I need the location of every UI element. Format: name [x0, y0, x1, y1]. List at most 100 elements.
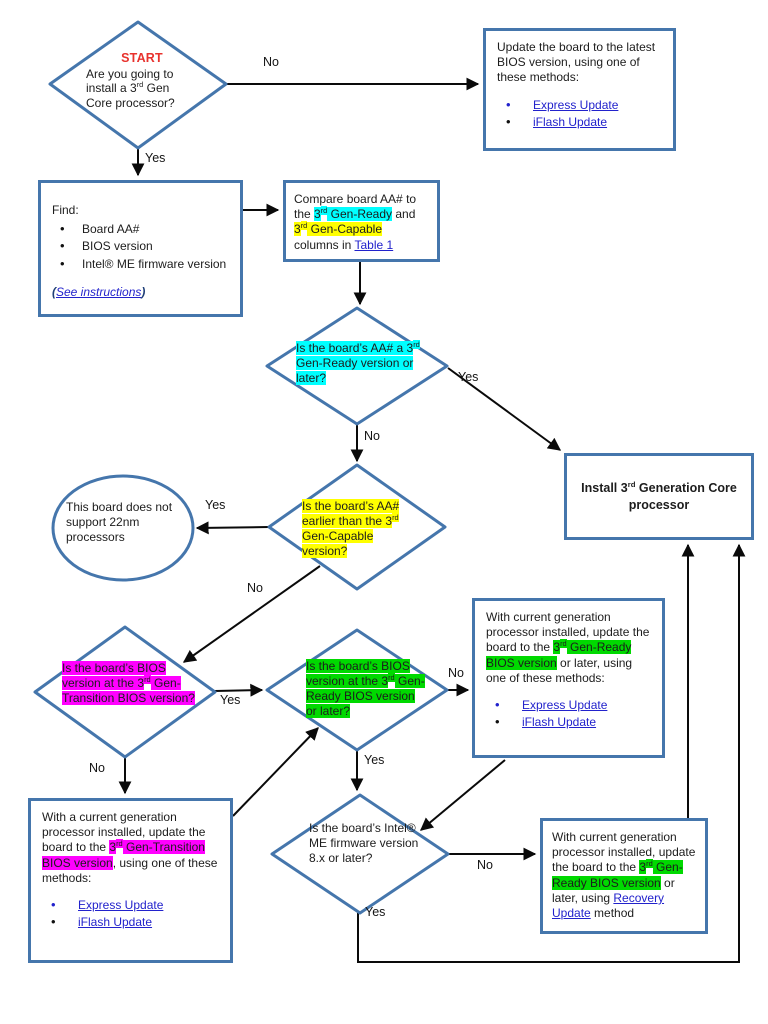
- bullet-icon: •: [60, 255, 65, 271]
- me-firmware-text: Is the board’s Intel® ME firmware versio…: [309, 821, 419, 866]
- find-list: • Board AA# • BIOS version • Intel® ME f…: [52, 221, 229, 272]
- text-segment: With current generation processor instal…: [552, 830, 696, 875]
- text-segment: columns in: [294, 237, 355, 252]
- bullet-icon: •: [495, 714, 500, 730]
- update-recovery-box: With current generation processor instal…: [540, 818, 708, 934]
- text-segment: With current generation processor instal…: [486, 610, 650, 655]
- text-segment: Install 3: [581, 480, 628, 495]
- text-segment: rd: [627, 479, 636, 489]
- aa-genready-text: Is the board’s AA# a 3rd Gen-Ready versi…: [296, 340, 422, 386]
- unsupported-text: This board does not support 22nm process…: [66, 500, 184, 545]
- text-segment: or later, using one of these methods:: [486, 655, 633, 685]
- update-transition-text: With a current generation processor inst…: [42, 810, 219, 886]
- text-segment: Update the board to the latest BIOS vers…: [497, 40, 656, 85]
- find-heading: Find:: [52, 203, 79, 217]
- list-item: • iFlash Update: [42, 914, 219, 930]
- text-segment: Gen-Ready version or later?: [296, 355, 414, 385]
- text-segment: 3: [109, 840, 117, 855]
- text-segment: 3: [314, 207, 321, 222]
- aa-gencapable-text: Is the board’s AA# earlier than the 3rd …: [302, 499, 422, 559]
- label-me-no: No: [477, 858, 493, 872]
- see-instructions-link[interactable]: See instructions: [56, 284, 142, 299]
- text-segment: , using one of these methods:: [42, 855, 218, 885]
- text-segment: and: [392, 207, 416, 222]
- install-box: Install 3rd Generation Core processor: [564, 453, 754, 540]
- find-item: Board AA#: [82, 222, 140, 237]
- edge-aacapable-no: [182, 565, 321, 663]
- text-segment: rd: [300, 221, 308, 231]
- update-latest-box: Update the board to the latest BIOS vers…: [483, 28, 676, 151]
- text-segment: This board does not support 22nm process…: [66, 500, 173, 544]
- label-aacapable-yes: Yes: [205, 498, 226, 512]
- iflash-update-link[interactable]: iFlash Update: [533, 114, 608, 129]
- text-segment: rd: [320, 206, 328, 216]
- text-segment: Gen Core processor?: [86, 81, 175, 111]
- text-segment: Is the board’s Intel® ME firmware versio…: [309, 821, 419, 865]
- paren-close: ): [141, 284, 146, 299]
- text-segment: or later, using: [552, 875, 675, 905]
- start-question: Are you going to install a 3rd Gen Core …: [86, 67, 198, 112]
- recovery-update-link[interactable]: Recovery Update: [552, 890, 665, 921]
- install-text: Install 3rd Generation Core processor: [577, 480, 741, 514]
- bios-transition-text: Is the board’s BIOS version at the 3rd G…: [62, 661, 200, 706]
- label-me-yes: Yes: [365, 905, 386, 919]
- express-update-link[interactable]: Express Update: [78, 898, 164, 913]
- text-segment: rd: [116, 839, 123, 849]
- update-methods-list: • Express Update • iFlash Update: [42, 897, 219, 930]
- update-latest-text: Update the board to the latest BIOS vers…: [497, 40, 662, 86]
- list-item: • iFlash Update: [486, 714, 651, 730]
- bullet-icon: •: [51, 897, 56, 913]
- text-segment: rd: [413, 340, 420, 349]
- find-item: Intel® ME firmware version: [82, 256, 227, 271]
- start-diamond: [48, 20, 228, 150]
- label-genready-no: No: [448, 666, 464, 680]
- bullet-icon: •: [51, 914, 56, 930]
- express-update-link[interactable]: Express Update: [533, 97, 619, 112]
- label-start-no: No: [263, 55, 279, 69]
- label-transition-no: No: [89, 761, 105, 775]
- update-methods-list: • Express Update • iFlash Update: [497, 97, 662, 130]
- edge-aacapable-yes: [195, 521, 270, 535]
- compare-box: Compare board AA# to the 3rd Gen-Ready a…: [283, 180, 440, 262]
- compare-text: Compare board AA# to the 3rd Gen-Ready a…: [294, 192, 429, 253]
- start-diamond-text: START Are you going to install a 3rd Gen…: [86, 51, 198, 111]
- edge-transition-yes: [214, 683, 264, 697]
- start-title: START: [121, 51, 163, 65]
- text-segment: rd: [392, 512, 399, 522]
- list-item: • Intel® ME firmware version: [52, 255, 229, 272]
- list-item: • BIOS version: [52, 238, 229, 254]
- iflash-update-link[interactable]: iFlash Update: [78, 915, 153, 930]
- text-segment: rd: [646, 859, 653, 869]
- text-segment: rd: [144, 674, 151, 684]
- update-methods-list: • Express Update • iFlash Update: [486, 697, 651, 730]
- label-aaready-yes: Yes: [458, 370, 479, 384]
- list-item: • Express Update: [497, 97, 662, 113]
- update-recovery-text: With current generation processor instal…: [552, 830, 696, 921]
- find-box: Find: • Board AA# • BIOS version • Intel…: [38, 180, 243, 317]
- text-segment: 3: [639, 860, 647, 875]
- text-segment: Are you going to install a 3: [86, 66, 174, 96]
- text-segment: Gen-Capable: [307, 222, 383, 237]
- bullet-icon: •: [60, 221, 65, 237]
- text-segment: Is the board’s AA# earlier than the 3: [302, 499, 400, 528]
- list-item: • Express Update: [486, 697, 651, 713]
- text-segment: method: [590, 906, 635, 921]
- iflash-update-link[interactable]: iFlash Update: [522, 715, 597, 730]
- text-segment: 3: [294, 222, 301, 237]
- label-genready-yes: Yes: [364, 753, 385, 767]
- text-segment: Is the board’s AA# a 3: [296, 341, 414, 355]
- text-segment: 3: [553, 640, 561, 655]
- list-item: • iFlash Update: [497, 113, 662, 130]
- express-update-link[interactable]: Express Update: [522, 698, 608, 713]
- edge-aaready-yes: [447, 367, 562, 451]
- label-aacapable-no: No: [247, 581, 263, 595]
- label-aaready-no: No: [364, 429, 380, 443]
- text-segment: With a current generation processor inst…: [42, 810, 206, 855]
- update-genready-box: With current generation processor instal…: [472, 598, 665, 758]
- text-segment: rd: [388, 672, 395, 682]
- table-1-link[interactable]: Table 1: [354, 237, 394, 252]
- paren-open: (: [52, 284, 56, 299]
- bullet-icon: •: [506, 113, 511, 129]
- bullet-icon: •: [495, 697, 500, 713]
- text-segment: Gen-Capable version?: [302, 528, 374, 558]
